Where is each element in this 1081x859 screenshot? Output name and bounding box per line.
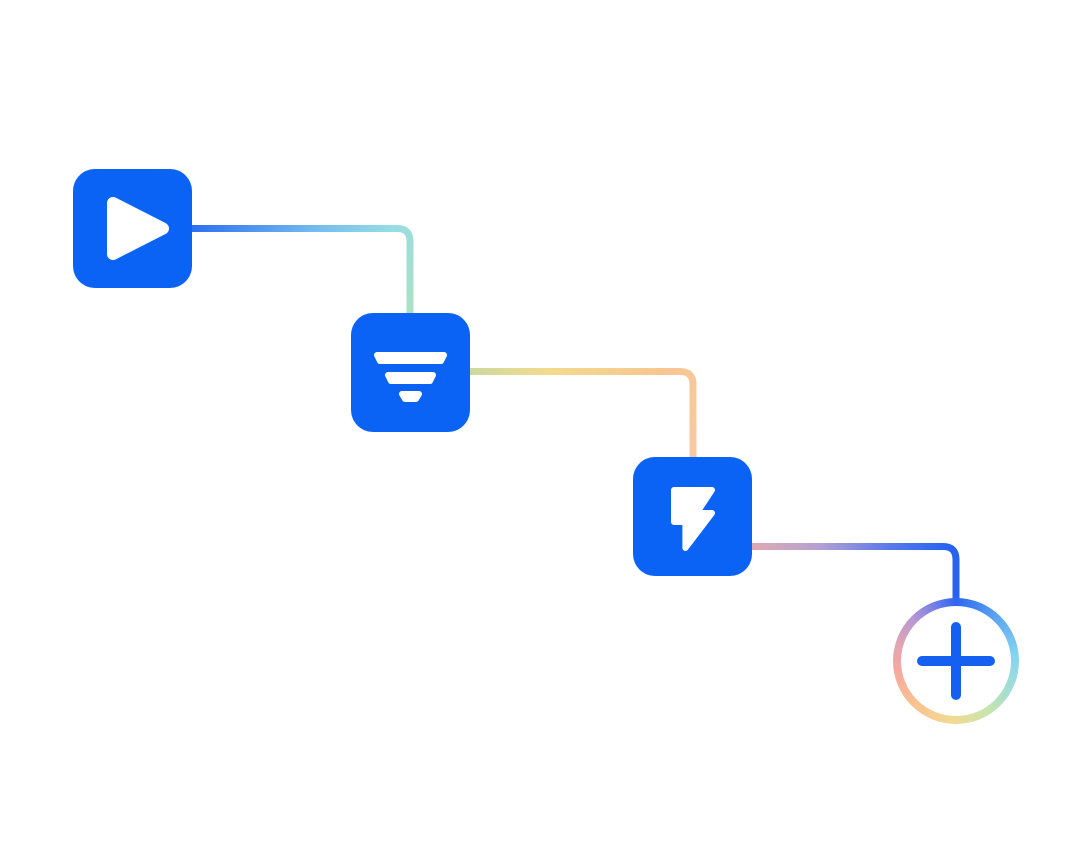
filter-icon: [374, 352, 447, 402]
lightning-icon: [671, 487, 715, 551]
plus-icon: [917, 622, 995, 700]
filter-node[interactable]: [351, 313, 470, 432]
add-step-button[interactable]: [893, 598, 1019, 724]
connector-filter-to-action: [470, 368, 697, 460]
play-icon: [107, 197, 169, 260]
connector-action-to-add: [752, 543, 960, 604]
action-node[interactable]: [633, 457, 752, 576]
trigger-node[interactable]: [73, 169, 192, 288]
connector-trigger-to-filter: [192, 225, 414, 316]
